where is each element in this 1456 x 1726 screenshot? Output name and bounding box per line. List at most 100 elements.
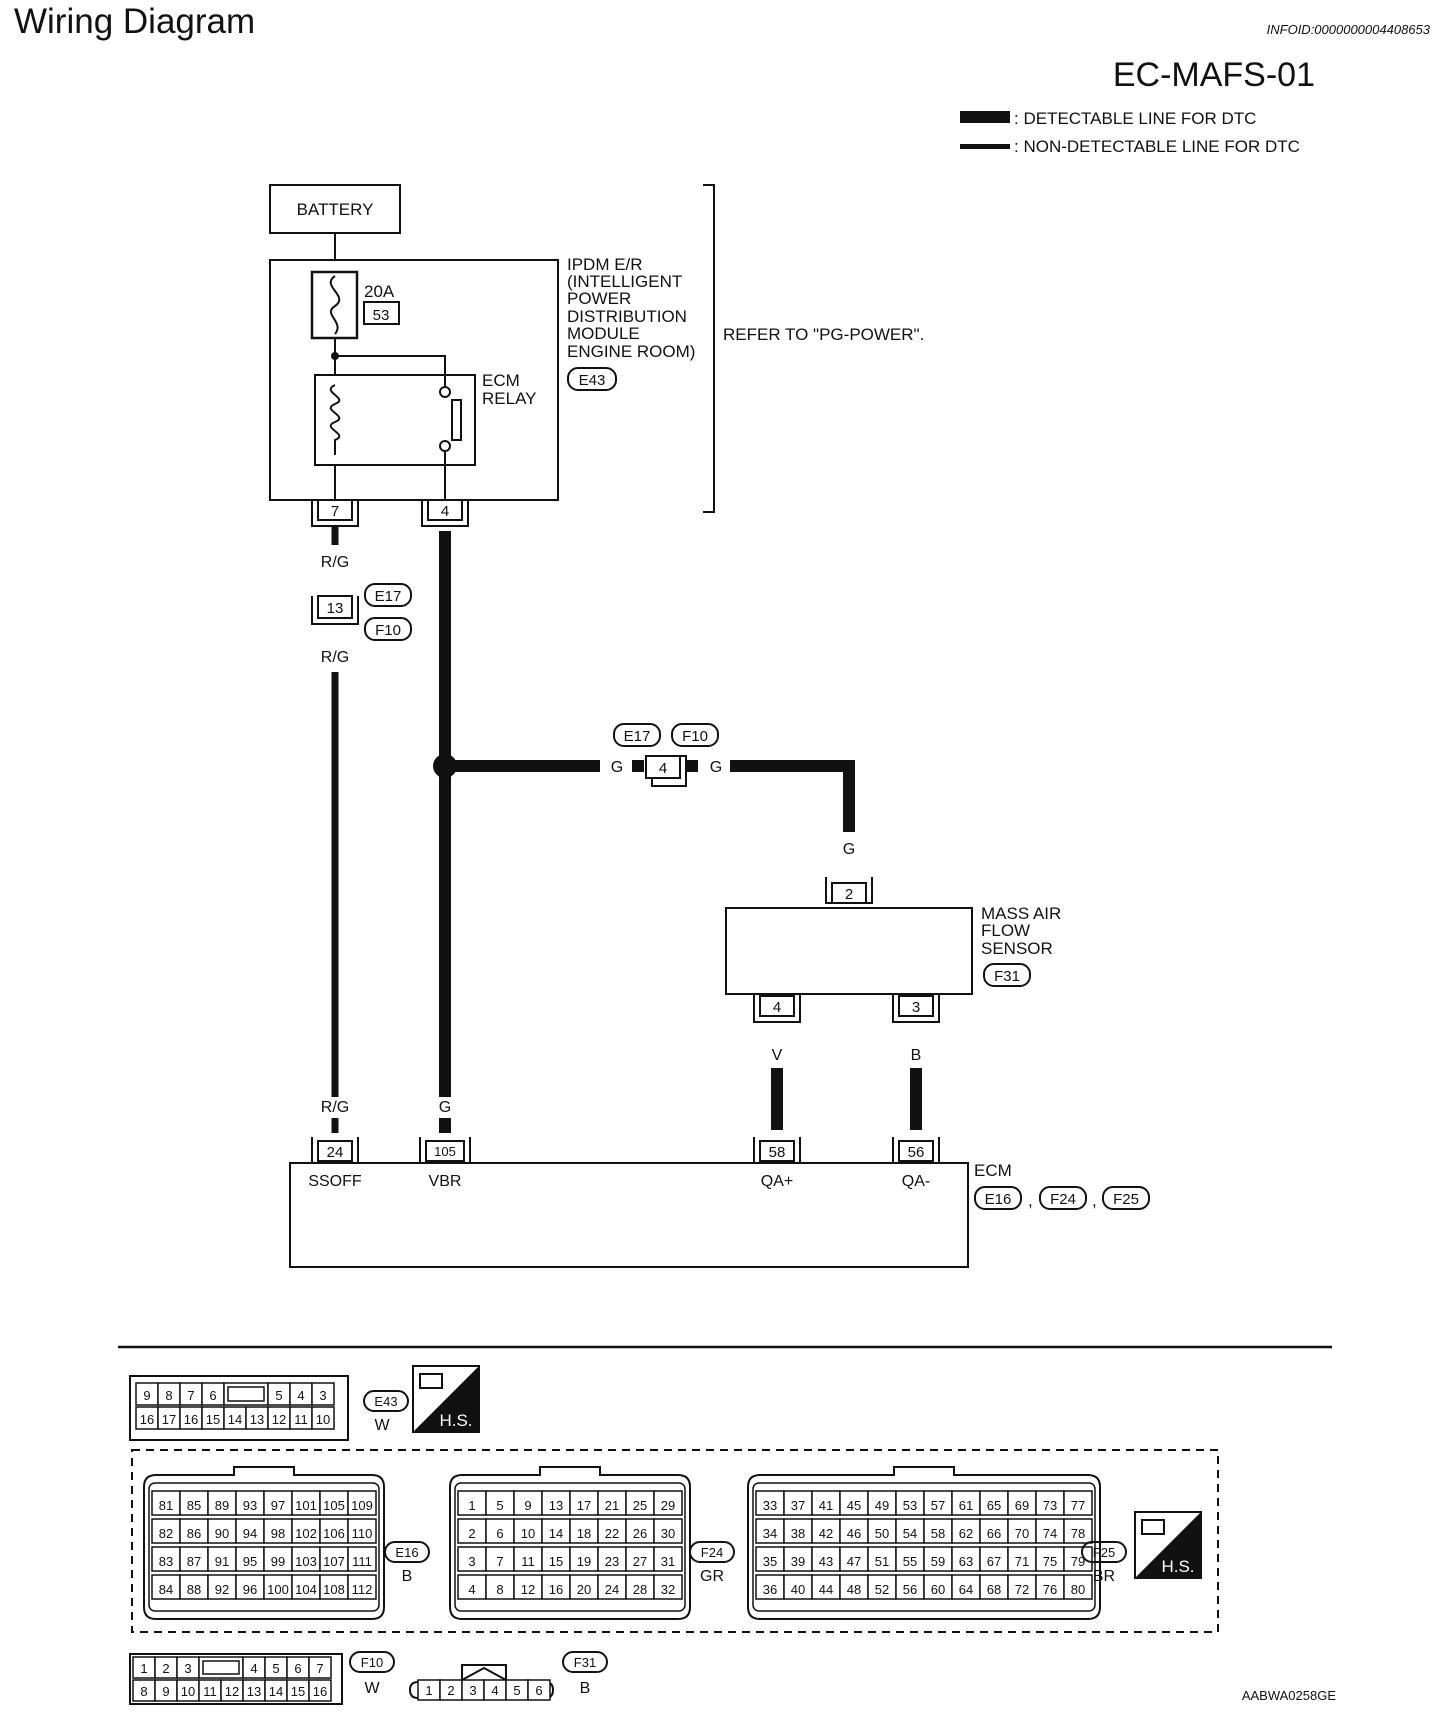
e16-inner-outline bbox=[148, 1482, 380, 1612]
e16-pin-number: 105 bbox=[323, 1498, 345, 1513]
f24-cell bbox=[625, 1574, 655, 1600]
f10-pin-number: 6 bbox=[294, 1661, 301, 1676]
connector-e16-label: E16 B bbox=[384, 1541, 430, 1585]
f10-pin-number: 10 bbox=[181, 1684, 195, 1699]
f10-cell bbox=[308, 1656, 332, 1679]
connector-f10-label: F10 W bbox=[349, 1651, 395, 1697]
f25-cell bbox=[811, 1546, 841, 1572]
relay-switch-icon bbox=[451, 399, 462, 441]
e16-pin-number: 106 bbox=[323, 1526, 345, 1541]
ipdm-line-3: POWER bbox=[567, 289, 631, 308]
e43-pin-number: 5 bbox=[275, 1388, 282, 1403]
f24-pin-number: 26 bbox=[633, 1526, 647, 1541]
e43-pin-number: 11 bbox=[294, 1412, 308, 1427]
e43-color: W bbox=[374, 1417, 390, 1434]
f25-pin-number: 55 bbox=[903, 1554, 917, 1569]
g-label-maf: G bbox=[843, 841, 855, 858]
e43-pin-number: 13 bbox=[250, 1412, 264, 1427]
ipdm-line-2: (INTELLIGENT bbox=[567, 272, 682, 291]
relay-label-1: ECM bbox=[482, 371, 520, 390]
f31-view-id: F31 bbox=[574, 1655, 596, 1670]
e17-id-a: E17 bbox=[375, 588, 402, 605]
f10-pin-number: 7 bbox=[316, 1661, 323, 1676]
f24-pin-number: 31 bbox=[661, 1554, 675, 1569]
f25-cell bbox=[1035, 1490, 1065, 1516]
ipdm-line-4: DISTRIBUTION bbox=[567, 307, 687, 326]
f10-cell bbox=[198, 1656, 244, 1679]
f25-cell bbox=[951, 1490, 981, 1516]
qa-plus-label: QA+ bbox=[761, 1173, 793, 1190]
f24-pin-number: 14 bbox=[549, 1526, 563, 1541]
f25-cell bbox=[1063, 1518, 1093, 1544]
e43-pin-number: 14 bbox=[228, 1412, 242, 1427]
e16-cell bbox=[235, 1518, 265, 1544]
f25-pin-number: 52 bbox=[875, 1582, 889, 1597]
f24-outline bbox=[449, 1466, 691, 1620]
f25-cell bbox=[867, 1546, 897, 1572]
e16-cell bbox=[207, 1490, 237, 1516]
f10-pin-number: 11 bbox=[203, 1684, 217, 1699]
f25-pin-number: 75 bbox=[1043, 1554, 1057, 1569]
ecm-pin-24: 24 bbox=[311, 1137, 359, 1164]
e16-outline bbox=[143, 1466, 385, 1620]
f25-cell bbox=[839, 1546, 869, 1572]
e16-pin-number: 107 bbox=[323, 1554, 345, 1569]
f31-pin-number: 4 bbox=[491, 1683, 498, 1698]
e16-pin-number: 81 bbox=[159, 1498, 173, 1513]
f25-pin-number: 33 bbox=[763, 1498, 777, 1513]
f10-pin-number: 8 bbox=[140, 1684, 147, 1699]
ipdm-line-5: MODULE bbox=[567, 324, 640, 343]
f25-pin-number: 63 bbox=[959, 1554, 973, 1569]
ecm-pin-105: 105 bbox=[419, 1137, 471, 1164]
info-id: INFOID:0000000004408653 bbox=[1267, 22, 1431, 37]
f25-pin-number: 34 bbox=[763, 1526, 777, 1541]
f25-pin-number: 80 bbox=[1071, 1582, 1085, 1597]
f25-cell bbox=[979, 1490, 1009, 1516]
f10-id-b: F10 bbox=[682, 728, 708, 745]
e16-pin-number: 108 bbox=[323, 1582, 345, 1597]
e16-cell bbox=[319, 1490, 349, 1516]
f25-pin-number: 41 bbox=[819, 1498, 833, 1513]
e16-pin-number: 84 bbox=[159, 1582, 173, 1597]
e43-pin-number: 7 bbox=[187, 1388, 194, 1403]
f25-pin-number: 47 bbox=[847, 1554, 861, 1569]
f24-pin-number: 24 bbox=[605, 1582, 619, 1597]
f25-cell bbox=[1007, 1518, 1037, 1544]
g-label-branch-l: G bbox=[611, 759, 623, 776]
f31-latch-icon bbox=[461, 1664, 507, 1681]
f25-pin-number: 61 bbox=[959, 1498, 973, 1513]
f31-pin-number: 3 bbox=[469, 1683, 476, 1698]
f24-pin-number: 10 bbox=[521, 1526, 535, 1541]
relay-contact-top bbox=[439, 386, 451, 398]
e16-pin-number: 95 bbox=[243, 1554, 257, 1569]
f24-cell bbox=[653, 1518, 683, 1544]
ecm-box bbox=[289, 1162, 969, 1268]
f25-pin-number: 76 bbox=[1043, 1582, 1057, 1597]
maf-connector-id: F31 bbox=[994, 968, 1020, 985]
f24-pin-number: 2 bbox=[468, 1526, 475, 1541]
f10-pin-number: 4 bbox=[250, 1661, 257, 1676]
f24-cell bbox=[569, 1546, 599, 1572]
ecm-pin-58-num: 58 bbox=[769, 1144, 786, 1161]
maf-label: MASS AIR FLOW SENSOR F31 bbox=[981, 904, 1061, 987]
e43-view-id: E43 bbox=[374, 1394, 397, 1409]
f31-color: B bbox=[580, 1680, 591, 1697]
e16-cell bbox=[179, 1546, 209, 1572]
f25-pin-number: 59 bbox=[931, 1554, 945, 1569]
e16-pin-number: 110 bbox=[352, 1526, 373, 1541]
e16-pin-number: 104 bbox=[295, 1582, 317, 1597]
maf-line-2: FLOW bbox=[981, 921, 1030, 940]
f10-pin-number: 2 bbox=[162, 1661, 169, 1676]
f25-pin-number: 42 bbox=[819, 1526, 833, 1541]
legend-thick-line bbox=[960, 111, 1010, 123]
e16-pin-number: 109 bbox=[351, 1498, 373, 1513]
f24-pin-number: 3 bbox=[468, 1554, 475, 1569]
e16-pin-number: 111 bbox=[352, 1554, 372, 1569]
e43-outline bbox=[129, 1375, 349, 1441]
f24-pin-number: 13 bbox=[549, 1498, 563, 1513]
e16-pin-number: 98 bbox=[271, 1526, 285, 1541]
f25-cell bbox=[951, 1574, 981, 1600]
f24-pin-number: 25 bbox=[633, 1498, 647, 1513]
